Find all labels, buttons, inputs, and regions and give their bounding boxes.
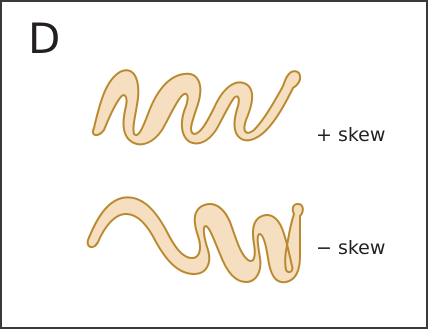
- positive-skew-label: + skew: [316, 126, 385, 145]
- negative-skew-worm: [88, 197, 303, 282]
- positive-skew-worm-body: [93, 70, 300, 144]
- negative-skew-worm-body: [88, 197, 303, 282]
- negative-skew-label: − skew: [316, 239, 385, 258]
- positive-skew-worm: [93, 70, 300, 144]
